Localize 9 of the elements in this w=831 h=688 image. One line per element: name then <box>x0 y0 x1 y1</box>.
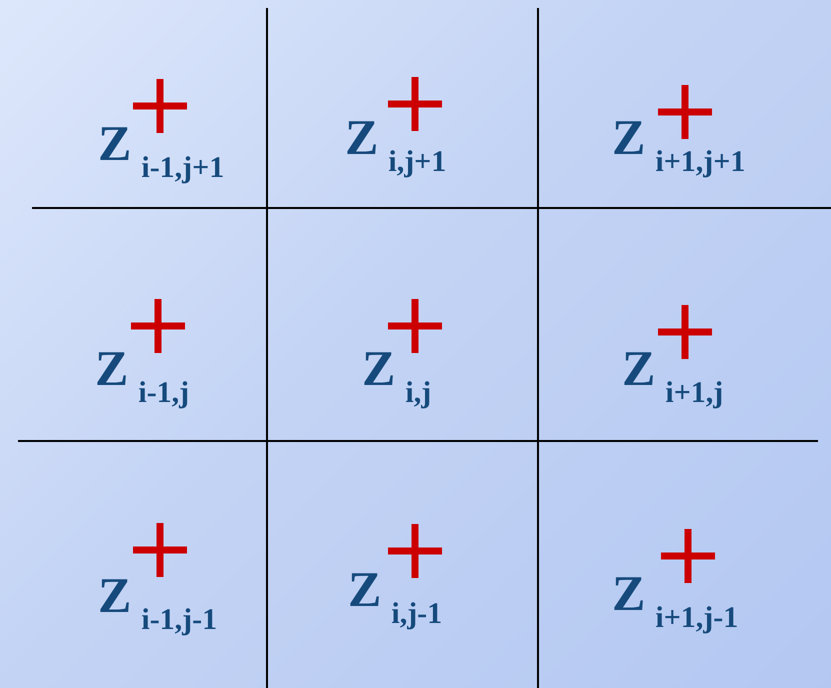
variable-label: Z$_{i-1,j+1}$ <box>98 118 224 182</box>
variable-label: Z$_{i+1,j}$ <box>622 343 724 408</box>
variable-label: Z$_{i+1,j+1}$ <box>612 112 746 176</box>
variable-label: Z$_{i,j+1}$ <box>345 112 446 176</box>
variable-label: Z$_{i,j}$ <box>362 343 432 408</box>
variable-label: Z$_{i-1,j}$ <box>95 343 190 408</box>
variable-label: Z$_{i+1,j-1}$ <box>612 568 738 632</box>
variable-label: Z$_{i,j-1}$ <box>348 564 442 628</box>
variable-label: Z$_{i-1,j-1}$ <box>98 570 218 634</box>
